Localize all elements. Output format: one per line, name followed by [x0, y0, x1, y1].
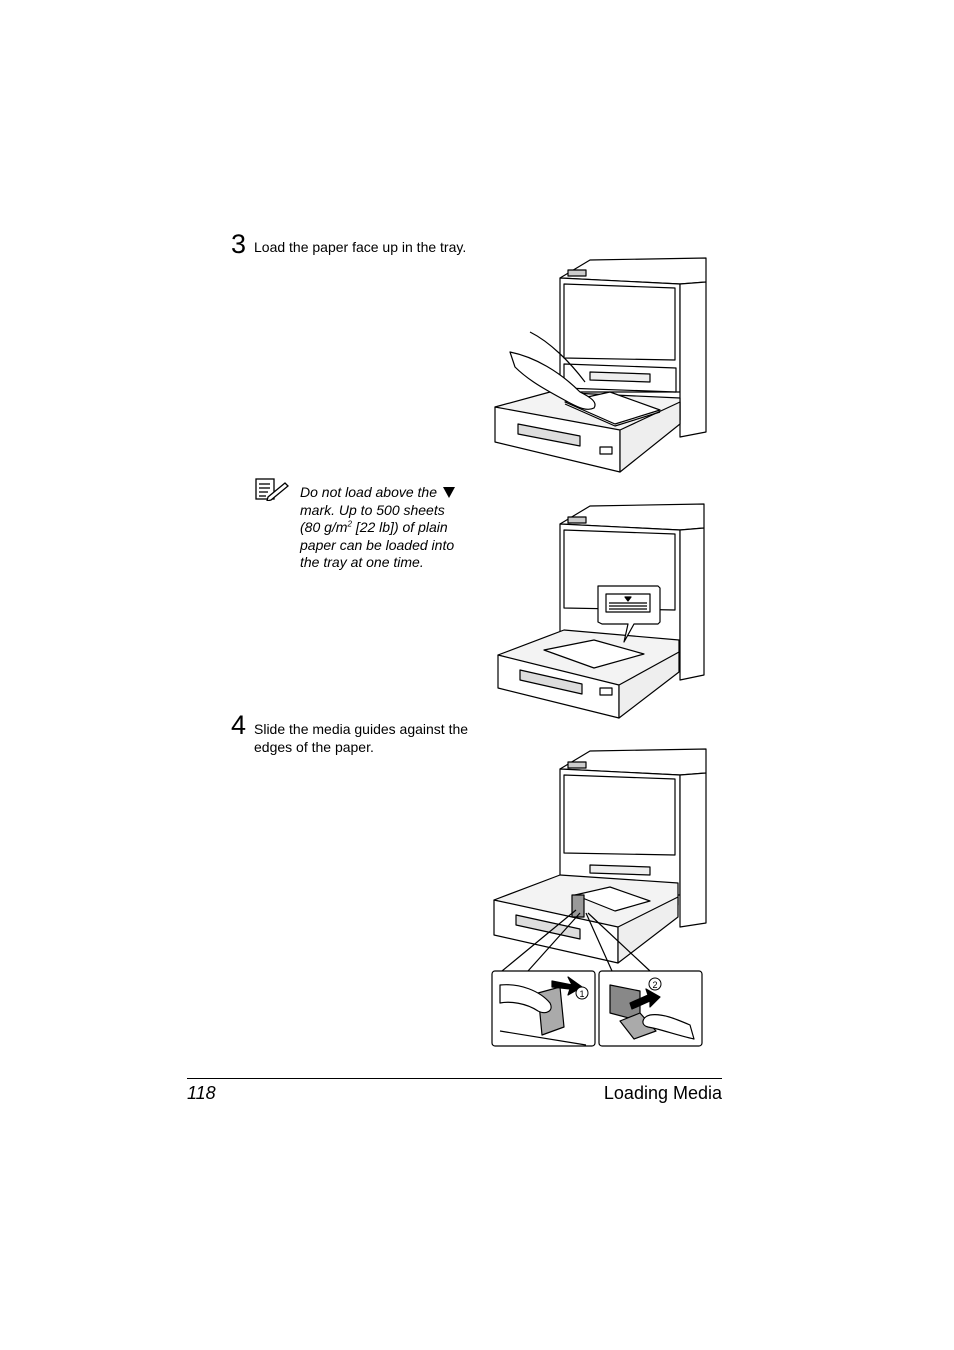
callout-2: 2: [652, 980, 657, 990]
note-line-1: Do not load above the: [300, 484, 437, 500]
note-line-3: (80 g/m2 [22 lb]) of plain: [300, 519, 448, 536]
step-4-text: Slide the media guides against the edges…: [254, 721, 469, 755]
step-4-number: 4: [231, 710, 247, 740]
printer-fill-limit-illustration: [497, 503, 705, 719]
printer-loading-paper-illustration: [494, 257, 707, 473]
step-3-number: 3: [231, 229, 247, 259]
page-number: 118: [187, 1083, 216, 1103]
printer-media-guides-illustration: 1 2: [491, 748, 707, 1047]
note-text: Do not load above the mark. Up to 500 sh…: [300, 484, 468, 572]
step-3-text: Load the paper face up in the tray.: [254, 239, 467, 255]
note-line-5: the tray at one time.: [300, 554, 424, 571]
note-line-4: paper can be loaded into: [300, 536, 455, 553]
note-line-2: mark. Up to 500 sheets: [300, 501, 445, 518]
section-title: Loading Media: [603, 1083, 722, 1103]
callout-1: 1: [579, 989, 584, 999]
note-pencil-icon: [255, 478, 289, 501]
fill-limit-triangle-icon: [443, 487, 455, 498]
footer-rule: [187, 1078, 722, 1079]
